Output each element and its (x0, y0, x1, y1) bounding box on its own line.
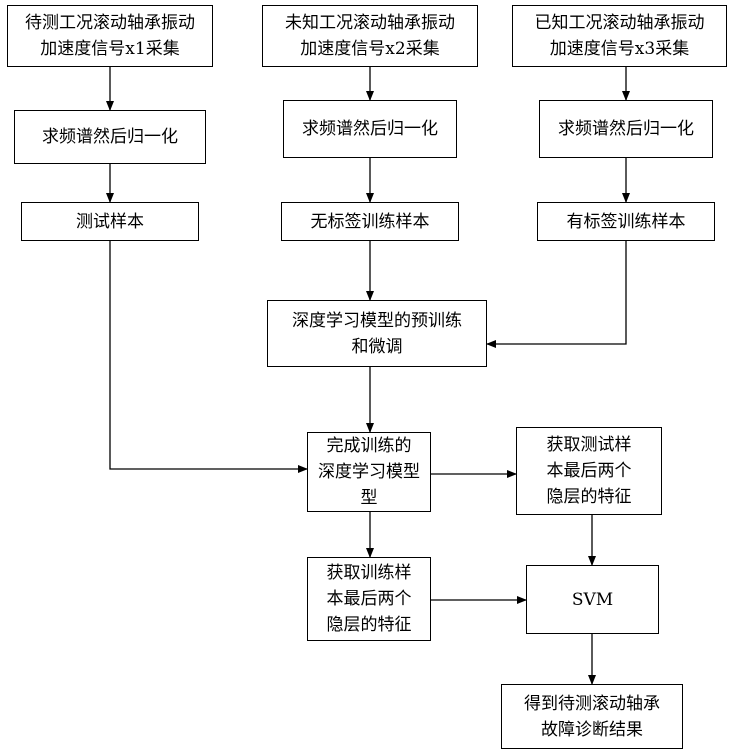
acq-x1-box: 待测工况滚动轴承振动 加速度信号x1采集 (7, 5, 213, 67)
fft-box-2: 求频谱然后归一化 (283, 100, 457, 158)
acq-x3-box: 已知工况滚动轴承振动 加速度信号x3采集 (512, 5, 727, 67)
svm-box: SVM (526, 565, 659, 634)
test-samples-box: 测试样本 (21, 202, 199, 241)
trained-model-box: 完成训练的 深度学习模型 型 (307, 432, 431, 512)
edge-labeled-to-pretrain (487, 241, 626, 344)
unlabeled-samples-box: 无标签训练样本 (281, 202, 459, 241)
labeled-samples-box: 有标签训练样本 (537, 202, 715, 241)
result-box: 得到待测滚动轴承 故障诊断结果 (501, 684, 683, 749)
test-features-box: 获取测试样 本最后两个 隐层的特征 (516, 427, 662, 515)
fft-box-3: 求频谱然后归一化 (539, 100, 713, 158)
fft-box-1: 求频谱然后归一化 (14, 110, 206, 164)
train-features-box: 获取训练样 本最后两个 隐层的特征 (307, 557, 431, 641)
pretrain-box: 深度学习模型的预训练 和微调 (267, 300, 487, 367)
acq-x2-box: 未知工况滚动轴承振动 加速度信号x2采集 (262, 5, 478, 67)
